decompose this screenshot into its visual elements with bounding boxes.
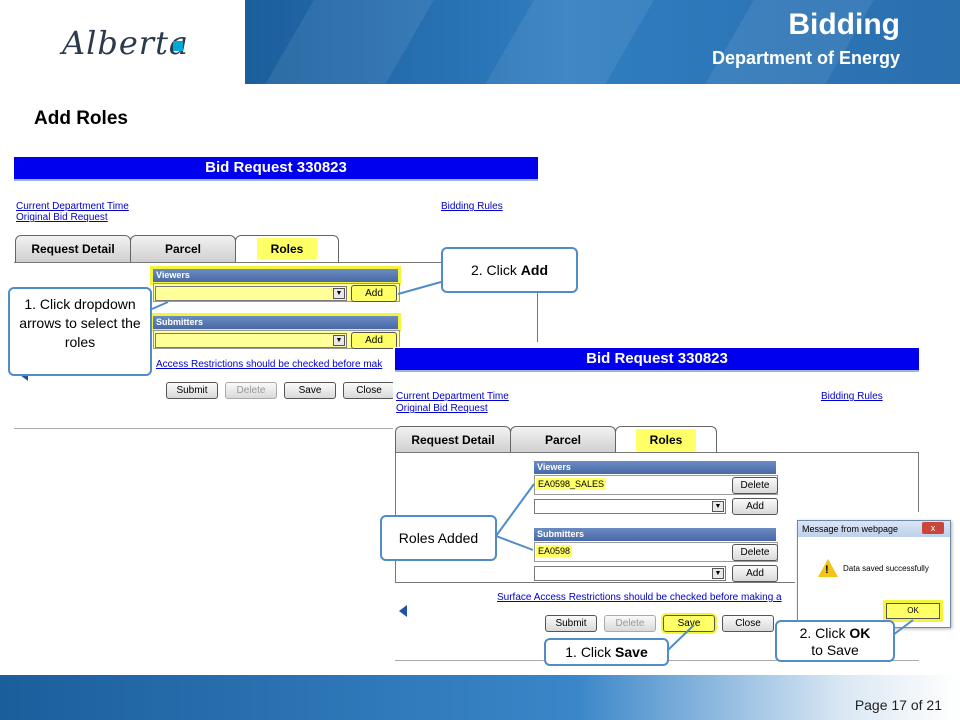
tab-label: Request Detail xyxy=(411,433,495,447)
callout-add-bold: Add xyxy=(520,262,548,278)
screen-bottom-line xyxy=(14,428,538,429)
viewers-value: EA0598_SALES xyxy=(536,478,607,490)
footer-bar xyxy=(0,675,960,720)
current-department-time-link[interactable]: Current Department Time xyxy=(16,201,129,212)
submitters-dropdown[interactable]: ▼ xyxy=(155,333,347,348)
callout-add-prefix: 2. Click xyxy=(470,262,521,278)
viewers-add-button[interactable]: Add xyxy=(351,285,397,302)
bid-request-bar: Bid Request 330823 xyxy=(395,348,919,372)
dropdown-arrow-icon[interactable]: ▼ xyxy=(712,568,724,579)
header-logo-area: Alberta xyxy=(0,0,245,84)
dialog-close-button[interactable]: x xyxy=(922,522,944,534)
panel-right-border xyxy=(918,452,919,512)
viewers-dropdown[interactable]: ▼ xyxy=(155,286,347,301)
viewers-section-header: Viewers xyxy=(534,461,776,474)
page-heading: Add Roles xyxy=(34,108,128,129)
viewers-section-header: Viewers xyxy=(150,266,401,285)
bid-request-bar: Bid Request 330823 xyxy=(14,157,538,181)
callout-ok-bold: OK xyxy=(849,625,871,641)
save-button[interactable]: Save xyxy=(284,382,336,399)
alberta-logo: Alberta xyxy=(62,24,189,62)
callout-roles-added: Roles Added xyxy=(380,515,497,561)
callout-click-dropdown: 1. Click dropdown arrows to select the r… xyxy=(8,287,152,376)
submitters-delete-button[interactable]: Delete xyxy=(732,544,778,561)
delete-button[interactable]: Delete xyxy=(604,615,656,632)
submitters-dropdown[interactable]: ▼ xyxy=(534,566,726,581)
submitters-add-button[interactable]: Add xyxy=(732,565,778,582)
submitters-add-button[interactable]: Add xyxy=(351,332,397,349)
tab-parcel[interactable]: Parcel xyxy=(130,235,236,262)
dialog-ok-button[interactable]: OK xyxy=(883,600,943,622)
dialog-title-bar: Message from webpage x xyxy=(798,521,950,537)
message-dialog: Message from webpage x ! Data saved succ… xyxy=(797,520,951,628)
viewers-add-button[interactable]: Add xyxy=(732,498,778,515)
surface-access-notice[interactable]: Surface Access Restrictions should be ch… xyxy=(497,592,782,603)
submitters-section-header: Submitters xyxy=(150,313,401,332)
header-banner: Bidding Department of Energy xyxy=(245,0,960,84)
callout-click-save: 1. Click Save xyxy=(544,638,669,666)
warning-icon xyxy=(818,559,838,577)
submitters-value: EA0598 xyxy=(536,545,573,557)
original-bid-request-link[interactable]: Original Bid Request xyxy=(16,212,108,223)
dropdown-arrow-icon[interactable]: ▼ xyxy=(712,501,724,512)
viewers-dropdown[interactable]: ▼ xyxy=(534,499,726,514)
bidding-rules-link[interactable]: Bidding Rules xyxy=(441,201,503,212)
close-button[interactable]: Close xyxy=(722,615,774,632)
callout-click-ok: 2. Click OK to Save xyxy=(775,620,895,662)
tab-request-detail[interactable]: Request Detail xyxy=(395,426,511,453)
tab-label: Roles xyxy=(635,429,697,451)
header-subtitle: Department of Energy xyxy=(711,48,900,68)
tab-label: Request Detail xyxy=(31,242,115,256)
panel-bottom-border xyxy=(395,582,795,583)
tab-roles[interactable]: Roles xyxy=(235,235,339,262)
save-button[interactable]: Save xyxy=(661,613,717,634)
submit-button[interactable]: Submit xyxy=(166,382,218,399)
dropdown-arrow-icon[interactable]: ▼ xyxy=(333,288,345,299)
close-button[interactable]: Close xyxy=(343,382,395,399)
current-department-time-link[interactable]: Current Department Time xyxy=(396,391,509,402)
page-number: Page 17 of 21 xyxy=(854,697,942,713)
panel-border xyxy=(395,452,919,453)
callout-ok-prefix: 2. Click xyxy=(799,625,850,641)
original-bid-request-link[interactable]: Original Bid Request xyxy=(396,403,488,414)
callout-click-add: 2. Click Add xyxy=(441,247,578,293)
bid-request-screen-1: Bid Request 330823 Current Department Ti… xyxy=(14,157,540,432)
tab-request-detail[interactable]: Request Detail xyxy=(15,235,131,262)
submitters-section-header: Submitters xyxy=(534,528,776,541)
tab-parcel[interactable]: Parcel xyxy=(510,426,616,453)
submit-button[interactable]: Submit xyxy=(545,615,597,632)
dialog-title: Message from webpage xyxy=(802,524,899,534)
tab-roles[interactable]: Roles xyxy=(615,426,717,453)
header-title: Bidding xyxy=(788,8,900,41)
bidding-rules-link[interactable]: Bidding Rules xyxy=(821,391,883,402)
callout-save-bold: Save xyxy=(615,644,648,660)
tab-label: Roles xyxy=(256,238,318,260)
callout-ok-suffix: to Save xyxy=(811,642,859,658)
warning-mark: ! xyxy=(825,564,829,576)
tab-label: Parcel xyxy=(544,433,582,447)
panel-right-border xyxy=(537,262,538,342)
access-restrictions-notice[interactable]: Access Restrictions should be checked be… xyxy=(156,359,383,370)
dialog-message: Data saved successfully xyxy=(843,564,929,573)
viewers-delete-button[interactable]: Delete xyxy=(732,477,778,494)
dropdown-arrow-icon[interactable]: ▼ xyxy=(333,335,345,346)
panel-border xyxy=(14,262,538,263)
delete-button[interactable]: Delete xyxy=(225,382,277,399)
logo-square-icon xyxy=(173,41,183,51)
tab-label: Parcel xyxy=(164,242,202,256)
back-arrow-icon[interactable] xyxy=(399,605,407,617)
callout-save-prefix: 1. Click xyxy=(565,644,616,660)
